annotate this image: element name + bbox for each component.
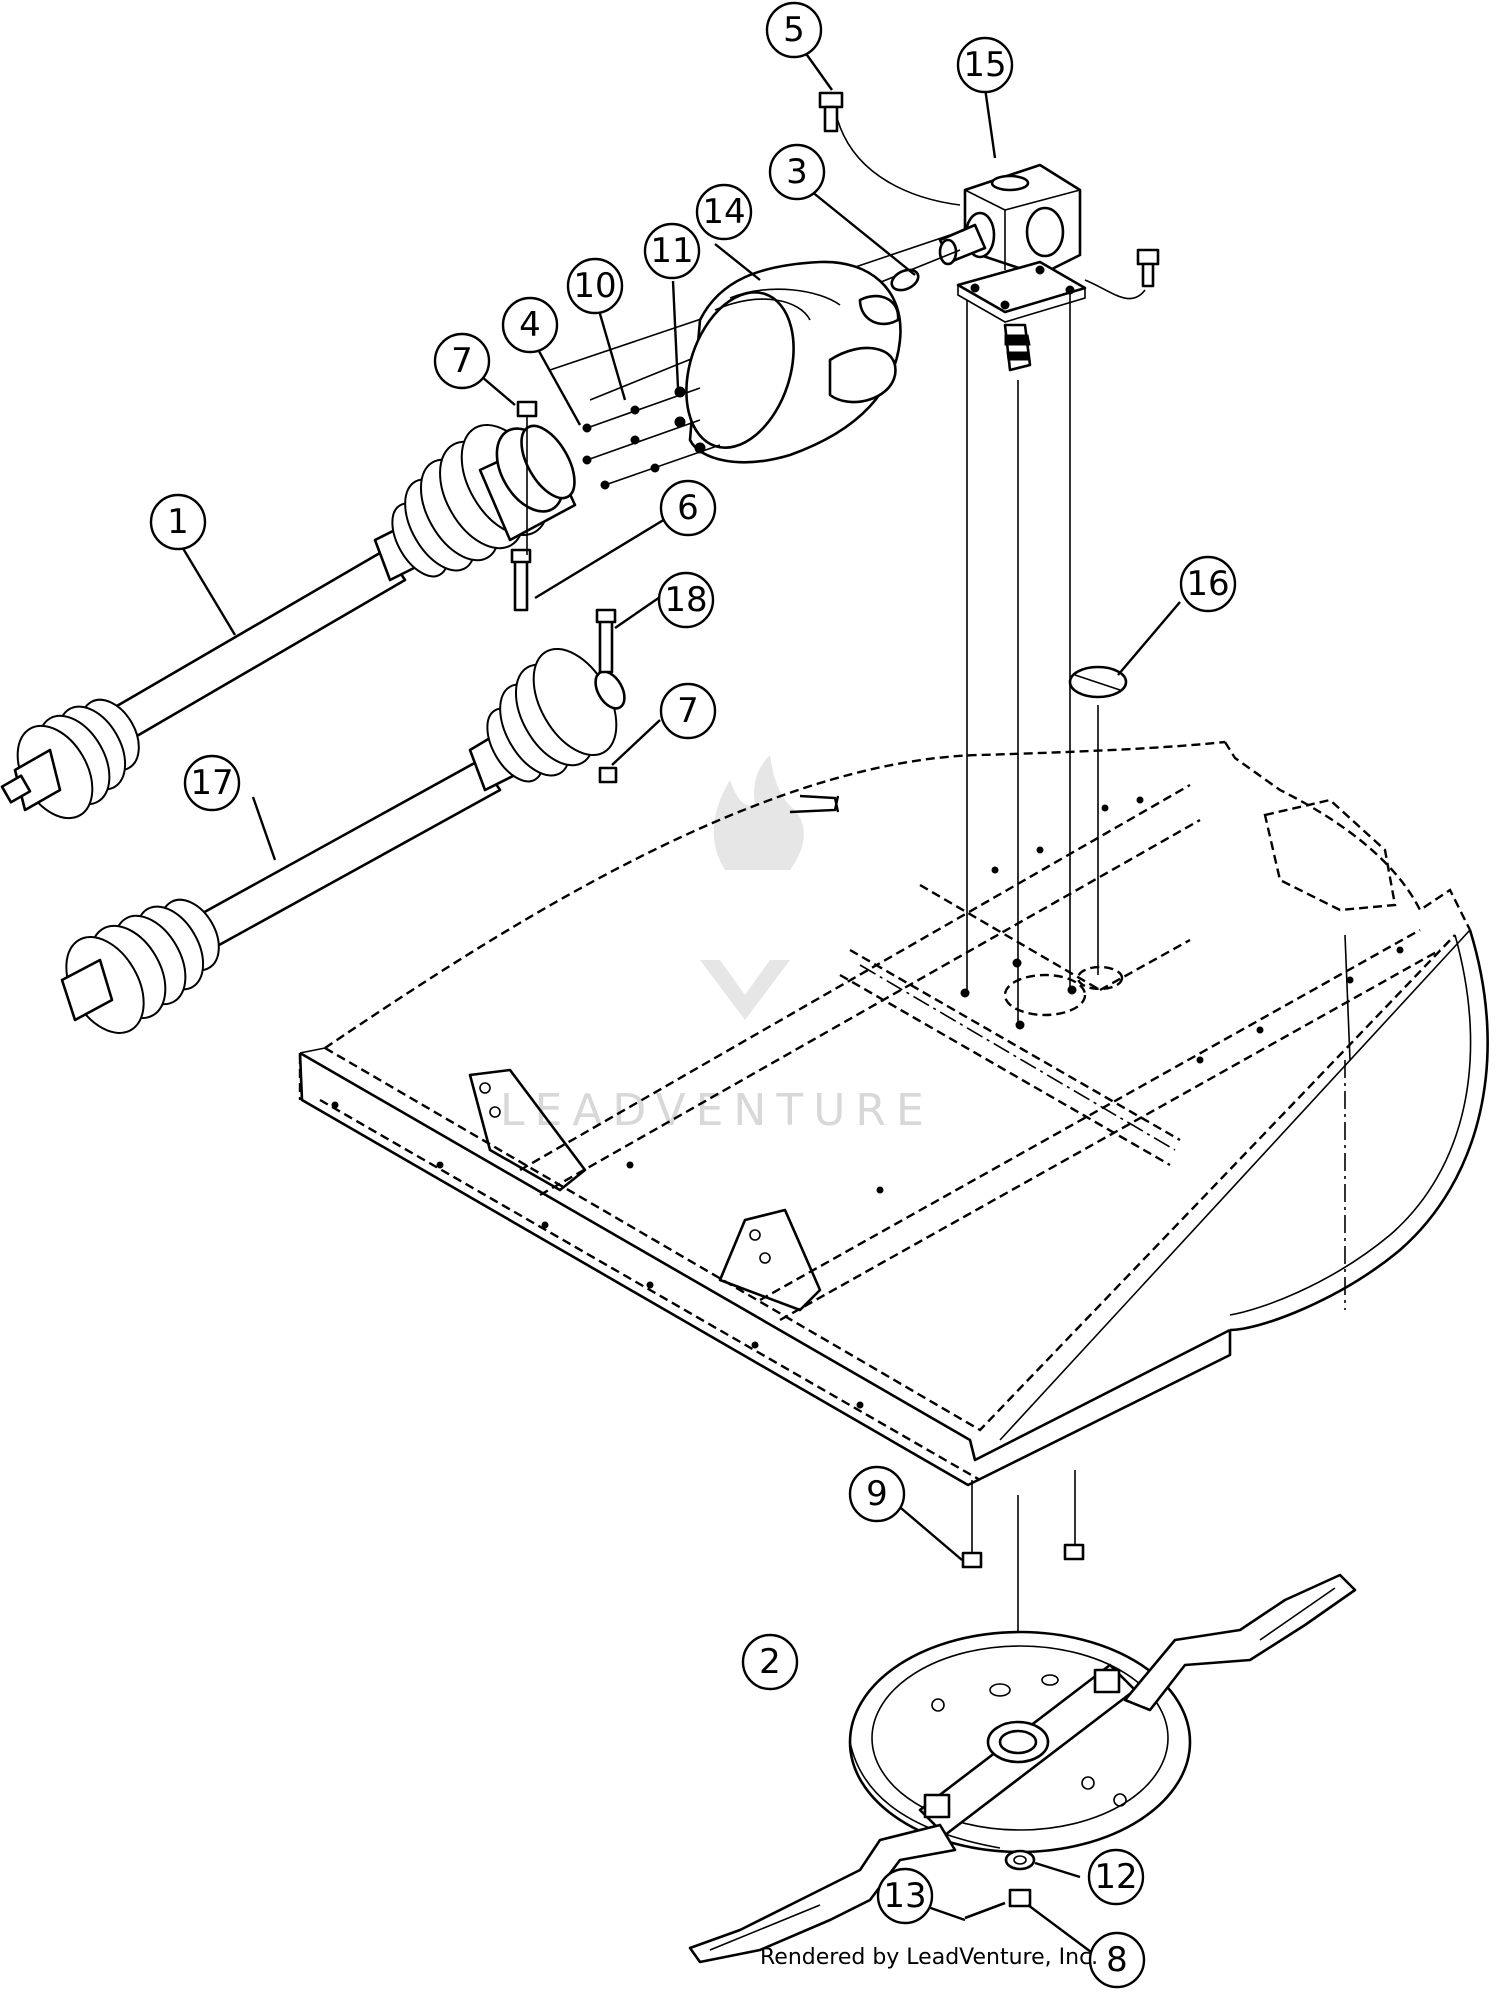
svg-text:18: 18 — [664, 580, 707, 620]
credit-line: Rendered by LeadVenture, Inc. — [760, 1945, 1099, 1970]
callout-4: 4 — [501, 296, 559, 354]
svg-text:17: 17 — [190, 763, 233, 803]
svg-text:1: 1 — [167, 502, 189, 542]
svg-text:7: 7 — [451, 341, 473, 381]
callout-9: 9 — [848, 1465, 906, 1523]
assembly-lines — [966, 290, 1099, 1680]
callout-7-top: 7 — [433, 332, 491, 390]
cotter-pin-13 — [964, 1901, 1006, 1920]
mower-deck — [298, 740, 1489, 1487]
callout-14: 14 — [695, 183, 753, 241]
bolt-right — [1136, 248, 1160, 288]
svg-text:13: 13 — [883, 1876, 926, 1916]
callout-17: 17 — [183, 754, 241, 812]
callout-3: 3 — [768, 143, 826, 201]
svg-text:5: 5 — [783, 10, 805, 50]
shield — [685, 260, 902, 464]
svg-text:9: 9 — [866, 1474, 888, 1514]
deck-rivets — [331, 796, 1404, 1409]
svg-text:12: 12 — [1094, 1857, 1137, 1897]
svg-text:8: 8 — [1106, 1940, 1128, 1980]
svg-text:3: 3 — [786, 152, 808, 192]
washer-12 — [1004, 1849, 1036, 1871]
seal-3 — [890, 268, 920, 292]
svg-text:10: 10 — [573, 266, 616, 306]
nuts-9 — [961, 1543, 1085, 1569]
svg-text:11: 11 — [650, 231, 693, 271]
washer-12-hole — [1013, 1855, 1027, 1865]
svg-text:2: 2 — [759, 1642, 781, 1682]
callout-8: 8 — [1088, 1931, 1146, 1989]
callout-12: 12 — [1087, 1848, 1145, 1906]
callout-11: 11 — [643, 222, 701, 280]
svg-text:15: 15 — [963, 45, 1006, 85]
svg-text:16: 16 — [1186, 564, 1229, 604]
nut-7-bottom — [598, 766, 618, 784]
svg-text:14: 14 — [702, 192, 745, 232]
callout-15: 15 — [956, 36, 1014, 94]
callout-2: 2 — [741, 1633, 799, 1691]
blade-bar — [918, 1663, 1137, 1837]
gearbox — [834, 109, 1146, 372]
svg-text:6: 6 — [677, 488, 699, 528]
driveline-17 — [60, 647, 626, 1034]
plug-16 — [1068, 665, 1128, 699]
callout-13: 13 — [876, 1867, 934, 1925]
pin-6 — [510, 548, 532, 612]
svg-text:4: 4 — [519, 305, 541, 345]
bolt-5 — [818, 91, 844, 133]
pin-18 — [595, 608, 617, 674]
callout-5: 5 — [765, 1, 823, 59]
nut-8 — [1008, 1888, 1032, 1908]
nut-7-top — [516, 400, 538, 555]
callout-6: 6 — [659, 479, 717, 537]
blade-left — [688, 1823, 957, 1964]
callout-16: 16 — [1179, 555, 1237, 613]
watermark: LEADVENTURE — [500, 755, 934, 1136]
callout-18: 18 — [657, 571, 715, 629]
callout-7-bottom: 7 — [659, 682, 717, 740]
callout-10: 10 — [566, 257, 624, 315]
blade-right — [1123, 1573, 1357, 1712]
svg-text:7: 7 — [677, 691, 699, 731]
watermark-text: LEADVENTURE — [500, 1085, 934, 1136]
callout-1: 1 — [149, 493, 207, 551]
hardware-4-10-11 — [582, 386, 721, 490]
